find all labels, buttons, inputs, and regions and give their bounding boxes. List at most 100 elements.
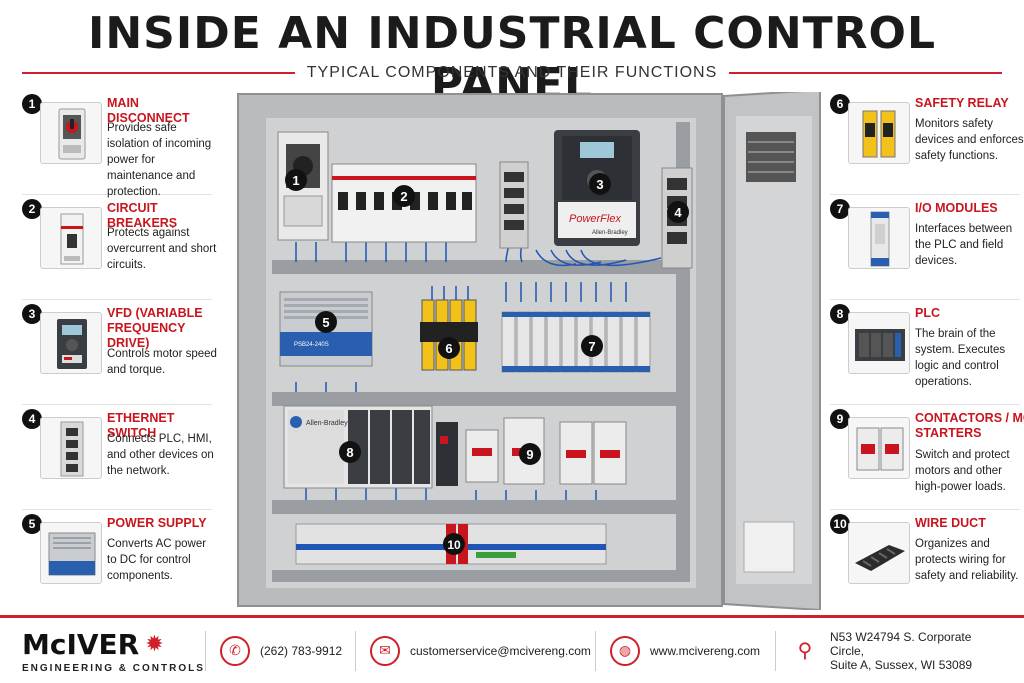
email-text: customerservice@mcivereng.com <box>410 643 591 658</box>
component-number: 2 <box>22 199 42 219</box>
component-io-modules: 7 I/O MODULES Interfaces between the PLC… <box>830 195 1020 300</box>
wire-duct-lower <box>272 500 690 514</box>
location-pin-icon: ⚲ <box>797 640 813 662</box>
marker-6: 6 <box>445 341 452 356</box>
safety-relay-icon <box>848 102 910 164</box>
component-desc: Switch and protect motors and other high… <box>915 449 1010 493</box>
power-supply-icon <box>40 522 102 584</box>
component-list-right: 6 SAFETY RELAY Monitors safety devices a… <box>830 90 1024 615</box>
vfd-icon <box>40 312 102 374</box>
component-name: WIRE DUCT <box>915 516 986 530</box>
subtitle-rule-right <box>729 72 1003 74</box>
component-desc: Controls motor speed and torque. <box>107 348 217 376</box>
component-wire-duct: 10 WIRE DUCT Organizes and protects wiri… <box>830 510 1020 615</box>
component-desc: The brain of the system. Executes logic … <box>915 328 1006 388</box>
footer-rule <box>0 615 1024 618</box>
subtitle-rule-left <box>22 72 295 74</box>
vfd-brand-label: PowerFlex <box>569 213 621 225</box>
page-title: INSIDE AN INDUSTRIAL CONTROL PANEL <box>87 8 936 110</box>
component-list-left: 1 MAIN DISCONNECT Provides safe isolatio… <box>22 90 217 615</box>
logo-text: McIVER <box>22 627 140 661</box>
component-safety-relay: 6 SAFETY RELAY Monitors safety devices a… <box>830 90 1024 195</box>
io-module-icon <box>848 207 910 269</box>
website-text: www.mcivereng.com <box>650 643 761 658</box>
component-contactors: 9 CONTACTORS / MOTOR STARTERS Switch and… <box>830 405 1024 510</box>
component-desc: Converts AC power to DC for control comp… <box>107 538 207 582</box>
component-desc: Connects PLC, HMI, and other devices on … <box>107 433 214 477</box>
email-icon: ✉ <box>370 635 400 666</box>
component-name: CONTACTORS / MOTOR STARTERS <box>915 411 1024 440</box>
component-name: PLC <box>915 306 940 320</box>
component-name: MAIN DISCONNECT <box>107 96 190 125</box>
contactor-icon <box>848 417 910 479</box>
component-name: I/O MODULES <box>915 201 998 215</box>
logo-star-icon: ✹ <box>145 631 164 657</box>
footer-phone[interactable]: ✆ (262) 783-9912 <box>205 630 355 671</box>
component-number: 6 <box>830 94 850 114</box>
marker-8: 8 <box>346 445 353 460</box>
cabinet-door <box>723 88 821 612</box>
component-desc: Organizes and protects wiring for safety… <box>915 538 1019 582</box>
company-logo: McIVER ✹ ENGINEERING & CONTROLS <box>0 628 205 674</box>
component-desc: Monitors safety devices and enforces saf… <box>915 118 1024 162</box>
component-desc: Protects against overcurrent and short c… <box>107 227 217 271</box>
marker-3: 3 <box>596 177 603 192</box>
component-name: VFD (VARIABLE FREQUENCY DRIVE) <box>107 306 203 350</box>
component-name: SAFETY RELAY <box>915 96 1009 110</box>
marker-2: 2 <box>400 189 407 204</box>
wire-duct-top <box>272 260 690 274</box>
plc-brand-label: Allen-Bradley <box>306 420 348 427</box>
disconnect-switch-icon <box>40 102 102 164</box>
marker-4: 4 <box>674 205 682 220</box>
control-panel-illustration: PowerFlex Allen-Bradley PSB24-240S <box>236 88 826 612</box>
component-main-disconnect: 1 MAIN DISCONNECT Provides safe isolatio… <box>22 90 212 198</box>
footer-email[interactable]: ✉ customerservice@mcivereng.com <box>355 630 595 671</box>
psu-label: PSB24-240S <box>294 342 329 348</box>
component-number: 8 <box>830 304 850 324</box>
component-desc: Interfaces between the PLC and field dev… <box>915 223 1013 267</box>
component-ethernet-switch: 4 ETHERNET SWITCH Connects PLC, HMI, and… <box>22 405 214 510</box>
footer-address: ⚲ N53 W24794 S. Corporate Circle, Suite … <box>775 629 1005 672</box>
component-name: ETHERNET SWITCH <box>107 411 175 440</box>
phone-icon: ✆ <box>220 635 250 666</box>
address-line-1: N53 W24794 S. Corporate Circle, <box>830 629 972 658</box>
component-number: 5 <box>22 514 42 534</box>
component-desc: Provides safe isolation of incoming powe… <box>107 122 212 198</box>
component-power-supply: 5 POWER SUPPLY Converts AC power to DC f… <box>22 510 212 615</box>
marker-1: 1 <box>292 173 299 188</box>
marker-10: 10 <box>447 538 461 552</box>
wire-duct-middle <box>272 392 690 406</box>
component-number: 1 <box>22 94 42 114</box>
component-name: CIRCUIT BREAKERS <box>107 201 178 230</box>
component-vfd: 3 VFD (VARIABLE FREQUENCY DRIVE) Control… <box>22 300 217 405</box>
component-number: 9 <box>830 409 850 429</box>
marker-7: 7 <box>588 339 595 354</box>
ethernet-switch-icon <box>40 417 102 479</box>
footer-website[interactable]: ◍ www.mcivereng.com <box>595 630 775 671</box>
footer: McIVER ✹ ENGINEERING & CONTROLS ✆ (262) … <box>0 618 1024 683</box>
phone-text: (262) 783-9912 <box>260 643 343 658</box>
marker-5: 5 <box>322 315 329 330</box>
marker-9: 9 <box>526 447 533 462</box>
wire-duct-icon <box>848 522 910 584</box>
component-number: 10 <box>830 514 850 534</box>
plc-icon <box>848 312 910 374</box>
address-line-2: Suite A, Sussex, WI 53089 <box>830 657 973 672</box>
component-circuit-breakers: 2 CIRCUIT BREAKERS Protects against over… <box>22 195 216 300</box>
logo-subtitle: ENGINEERING & CONTROLS <box>22 662 205 674</box>
door-nameplate <box>743 521 795 573</box>
component-number: 3 <box>22 304 42 324</box>
io-modules <box>501 311 651 373</box>
component-number: 7 <box>830 199 850 219</box>
globe-icon: ◍ <box>610 635 640 666</box>
control-panel-svg: PowerFlex Allen-Bradley PSB24-240S <box>237 88 821 612</box>
vfd-maker-label: Allen-Bradley <box>592 230 628 236</box>
plc-rack: Allen-Bradley <box>283 405 458 489</box>
component-plc: 8 PLC The brain of the system. Executes … <box>830 300 1020 405</box>
page-subtitle: TYPICAL COMPONENTS AND THEIR FUNCTIONS <box>306 64 718 81</box>
number-markers: 1 2 3 4 5 6 7 8 9 10 <box>285 169 689 555</box>
door-fan <box>746 132 796 182</box>
component-name: POWER SUPPLY <box>107 516 207 530</box>
wire-duct-bottom <box>272 570 690 582</box>
component-number: 4 <box>22 409 42 429</box>
